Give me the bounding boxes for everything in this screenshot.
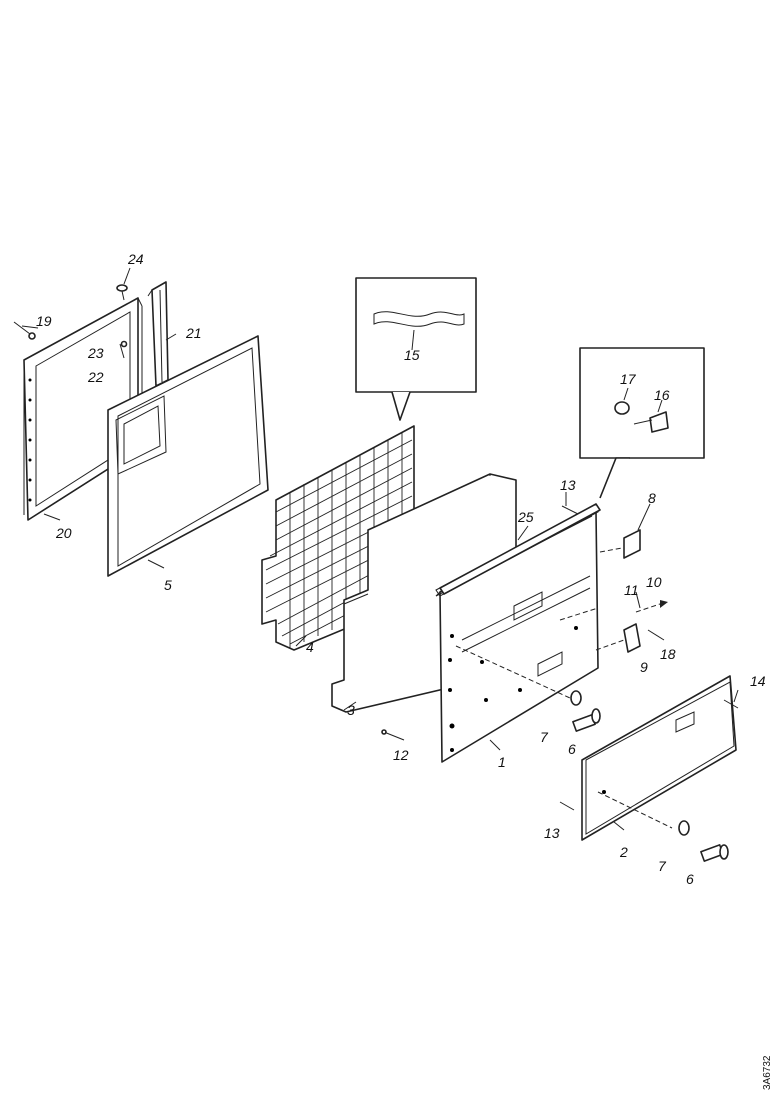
- callout-16: 16: [654, 387, 670, 403]
- callout-13: 13: [560, 477, 576, 493]
- part-8-bracket: [599, 529, 641, 559]
- callout-12: 12: [393, 747, 409, 763]
- callout-21: 21: [185, 325, 202, 341]
- part-5-gasket: [107, 335, 269, 577]
- callout-10: 10: [646, 574, 662, 590]
- callout-7: 7: [540, 729, 549, 745]
- part-7-knob-ring: [570, 690, 582, 706]
- part-25-strip: [439, 503, 601, 595]
- callout-5: 5: [164, 577, 172, 593]
- callout-22: 22: [87, 369, 104, 385]
- callout-17: 17: [620, 371, 637, 387]
- callout-15: 15: [404, 347, 420, 363]
- part-7-knob-ring-lower: [678, 820, 690, 836]
- part-6-knob: [572, 708, 601, 732]
- callout-24: 24: [127, 251, 144, 267]
- callout-14: 14: [750, 673, 766, 689]
- callout-1: 1: [498, 754, 506, 770]
- callout-8: 8: [648, 490, 656, 506]
- part-14-clip: [723, 699, 739, 709]
- part-10-11-pin: [635, 600, 668, 613]
- callout-18: 18: [660, 646, 676, 662]
- part-6-knob-lower: [700, 844, 729, 862]
- part-22-23-screw: [119, 340, 128, 359]
- part-9-switch: [595, 623, 641, 653]
- callout-9: 9: [640, 659, 648, 675]
- callout-7-lower: 7: [658, 858, 667, 874]
- callout-23: 23: [87, 345, 104, 361]
- callout-19: 19: [36, 313, 52, 329]
- leader-lines: [21, 267, 739, 831]
- callout-box-16-17: [579, 347, 705, 499]
- part-21-bracket: [147, 281, 169, 387]
- callout-2: 2: [619, 844, 628, 860]
- callout-25: 25: [517, 509, 534, 525]
- callout-13-lower: 13: [544, 825, 560, 841]
- callout-box-15: [355, 277, 477, 421]
- part-24-clip: [116, 284, 128, 301]
- callout-4: 4: [306, 639, 314, 655]
- part-12-screw: [381, 729, 405, 741]
- callout-3: 3: [347, 702, 355, 718]
- part-2-cover-panel: [581, 675, 737, 841]
- drawing-code: 3A6732: [762, 1055, 773, 1090]
- callout-6: 6: [568, 741, 576, 757]
- part-19-screw: [13, 321, 36, 340]
- callout-20: 20: [55, 525, 72, 541]
- part-13-screw: [559, 505, 579, 811]
- callout-11: 11: [624, 582, 639, 598]
- callout-labels: 1 2 3 4 5 6 6 7 7 8 9 10 11 12 13 13 14 …: [36, 251, 766, 887]
- callout-6-lower: 6: [686, 871, 694, 887]
